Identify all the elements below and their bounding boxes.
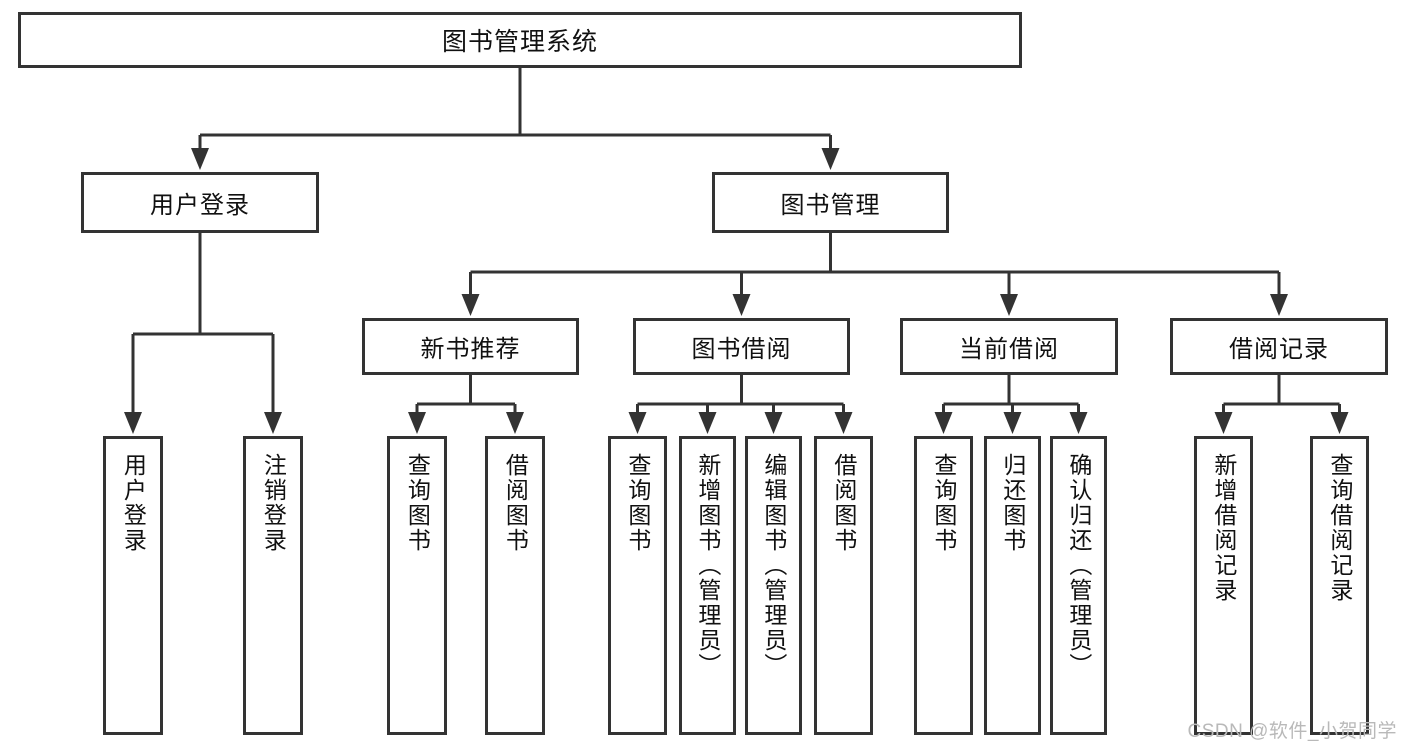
node-label: 编辑图书（管理员）	[760, 453, 787, 678]
node-leaf-add-borrow-record[interactable]: 新增借阅记录	[1194, 436, 1253, 735]
node-leaf-return-book[interactable]: 归还图书	[984, 436, 1041, 735]
node-leaf-user-login[interactable]: 用户登录	[103, 436, 163, 735]
node-current-borrow[interactable]: 当前借阅	[900, 318, 1118, 375]
node-leaf-borrow-book[interactable]: 借阅图书	[814, 436, 873, 735]
node-label: 查询借阅记录	[1326, 453, 1353, 603]
node-label: 借阅图书	[830, 453, 857, 553]
node-leaf-add-book-admin[interactable]: 新增图书（管理员）	[679, 436, 736, 735]
node-label: 用户登录	[120, 453, 147, 553]
node-label: 借阅记录	[1229, 336, 1329, 363]
node-label: 查询图书	[624, 453, 651, 553]
node-leaf-edit-book-admin[interactable]: 编辑图书（管理员）	[745, 436, 802, 735]
node-leaf-confirm-return-admin[interactable]: 确认归还（管理员）	[1050, 436, 1107, 735]
node-label: 确认归还（管理员）	[1065, 453, 1092, 678]
node-borrow-record[interactable]: 借阅记录	[1170, 318, 1388, 375]
node-leaf-query-borrow-record[interactable]: 查询借阅记录	[1310, 436, 1369, 735]
node-leaf-rec-query-book[interactable]: 查询图书	[387, 436, 447, 735]
node-user-login[interactable]: 用户登录	[81, 172, 319, 233]
node-label: 用户登录	[150, 192, 250, 219]
node-label: 新书推荐	[420, 336, 521, 363]
node-leaf-current-query-book[interactable]: 查询图书	[914, 436, 973, 735]
node-leaf-borrow-query-book[interactable]: 查询图书	[608, 436, 667, 735]
node-book-borrow[interactable]: 图书借阅	[633, 318, 850, 375]
node-leaf-user-logout[interactable]: 注销登录	[243, 436, 303, 735]
node-label: 图书借阅	[691, 336, 792, 363]
node-root-book-management-system[interactable]: 图书管理系统	[18, 12, 1022, 68]
node-label: 注销登录	[260, 453, 287, 553]
node-leaf-rec-borrow-book[interactable]: 借阅图书	[485, 436, 545, 735]
node-label: 图书管理	[780, 192, 881, 219]
node-label: 归还图书	[999, 453, 1026, 553]
watermark-text: CSDN @软件_小贺同学	[1187, 721, 1397, 742]
node-label: 新增图书（管理员）	[694, 453, 721, 678]
node-label: 借阅图书	[502, 453, 529, 553]
node-label: 新增借阅记录	[1210, 453, 1237, 603]
node-book-management[interactable]: 图书管理	[712, 172, 949, 233]
node-label: 图书管理系统	[441, 28, 598, 56]
node-new-book-recommendation[interactable]: 新书推荐	[362, 318, 579, 375]
node-label: 当前借阅	[959, 336, 1059, 363]
node-label: 查询图书	[404, 453, 431, 553]
node-label: 查询图书	[930, 453, 957, 553]
